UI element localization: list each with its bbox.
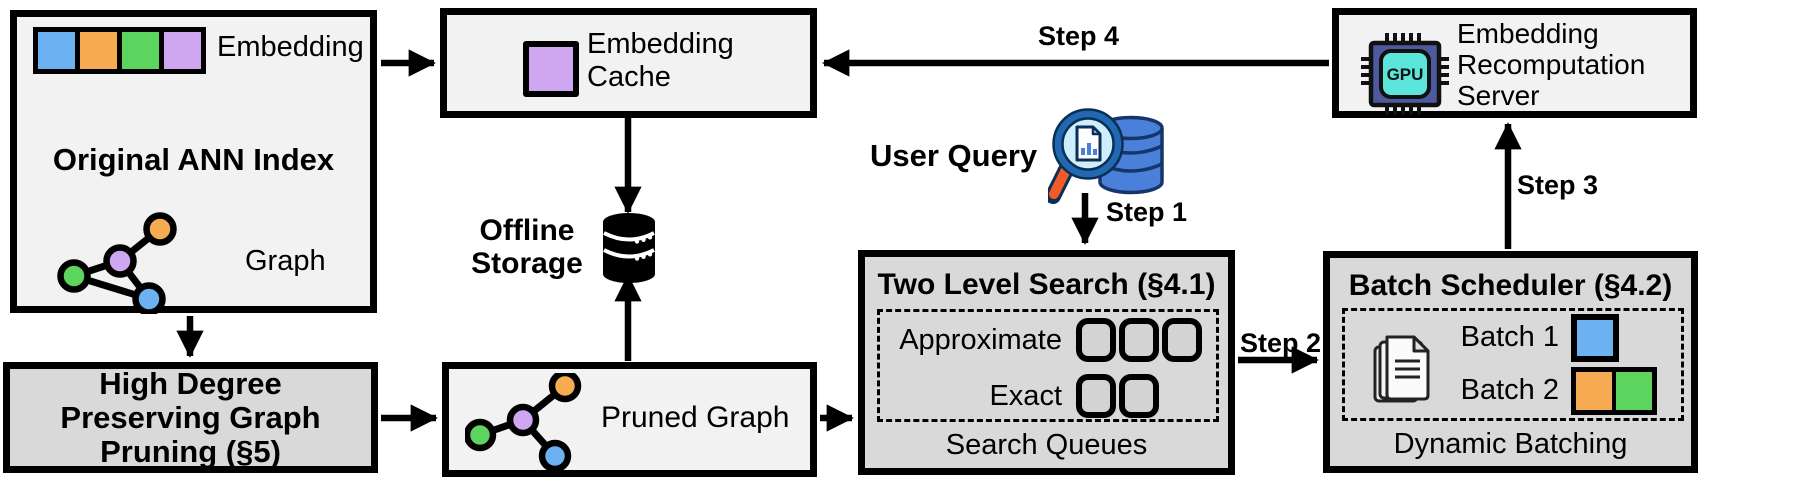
recomputation-server-box: GPU Embedding Recomputation Server	[1332, 8, 1697, 118]
exact-queues	[1076, 374, 1208, 418]
gpu-chip-text: GPU	[1387, 65, 1424, 84]
approximate-label: Approximate	[899, 323, 1062, 356]
queue-slot-icon	[1119, 318, 1159, 362]
batch2-orange-square	[1576, 371, 1612, 410]
user-query-icon	[1048, 108, 1164, 204]
batch2-row: Batch 2	[1437, 364, 1671, 417]
embedding-cell-orange	[80, 32, 117, 69]
recomputation-server-title: Embedding Recomputation Server	[1457, 18, 1646, 111]
exact-row: Exact	[888, 368, 1208, 424]
batch1-squares	[1571, 313, 1671, 362]
embedding-cell-green	[122, 32, 159, 69]
gpu-icon: GPU	[1361, 33, 1449, 115]
embedding-cell-purple	[164, 32, 201, 69]
queue-slot-icon	[1076, 318, 1116, 362]
pruned-graph-box: Pruned Graph	[442, 362, 817, 477]
batch2-green-square	[1616, 371, 1652, 410]
batch1-blue-square	[1571, 313, 1619, 362]
step1-label: Step 1	[1106, 197, 1188, 227]
graph-icon	[57, 212, 177, 314]
original-ann-index-title: Original ANN Index	[52, 142, 335, 177]
batch2-square-pair	[1571, 366, 1657, 415]
graph-label: Graph	[245, 245, 326, 277]
database-icon	[603, 213, 655, 283]
pruned-graph-label: Pruned Graph	[601, 401, 790, 434]
exact-label: Exact	[989, 379, 1062, 412]
approximate-row: Approximate	[888, 312, 1208, 368]
queue-slot-icon	[1076, 374, 1116, 418]
high-degree-pruning-title: High Degree Preserving Graph Pruning (§5…	[60, 365, 321, 469]
offline-storage-label: Offline Storage	[471, 214, 583, 280]
search-queues-area: Approximate Exact	[877, 309, 1219, 422]
user-query-label: User Query	[870, 138, 1038, 173]
embedding-cache-title: Embedding Cache	[587, 28, 734, 93]
embedding-vector-icon	[33, 27, 206, 74]
batch-scheduler-title: Batch Scheduler (§4.2)	[1348, 269, 1673, 302]
pruned-graph-icon	[465, 373, 582, 471]
batch-scheduler-box: Batch Scheduler (§4.2) Batch 1 Batch 2	[1323, 251, 1698, 473]
two-level-search-title: Two Level Search (§4.1)	[877, 268, 1216, 301]
embedding-label: Embedding	[217, 31, 364, 63]
original-ann-index-box: Embedding Original ANN Index Graph	[10, 10, 377, 314]
two-level-search-box: Two Level Search (§4.1) Approximate Exac…	[858, 250, 1235, 475]
embedding-cell-blue	[38, 32, 75, 69]
dynamic-batching-area: Batch 1 Batch 2	[1342, 308, 1684, 421]
batch1-row: Batch 1	[1437, 311, 1671, 364]
step2-label: Step 2	[1240, 328, 1322, 358]
batch2-squares	[1571, 366, 1671, 415]
queue-slot-icon	[1162, 318, 1202, 362]
search-queues-caption: Search Queues	[945, 429, 1148, 461]
batch1-label: Batch 1	[1460, 321, 1559, 353]
high-degree-pruning-box: High Degree Preserving Graph Pruning (§5…	[3, 362, 378, 473]
step4-label: Step 4	[1038, 21, 1120, 51]
embedding-cache-box: Embedding Cache	[440, 8, 817, 118]
dynamic-batching-caption: Dynamic Batching	[1393, 428, 1628, 460]
cached-embedding-icon	[523, 41, 579, 97]
batch2-label: Batch 2	[1460, 374, 1559, 406]
queue-slot-icon	[1119, 374, 1159, 418]
step3-label: Step 3	[1517, 170, 1599, 200]
approximate-queues	[1076, 318, 1208, 362]
documents-icon	[1373, 335, 1430, 403]
